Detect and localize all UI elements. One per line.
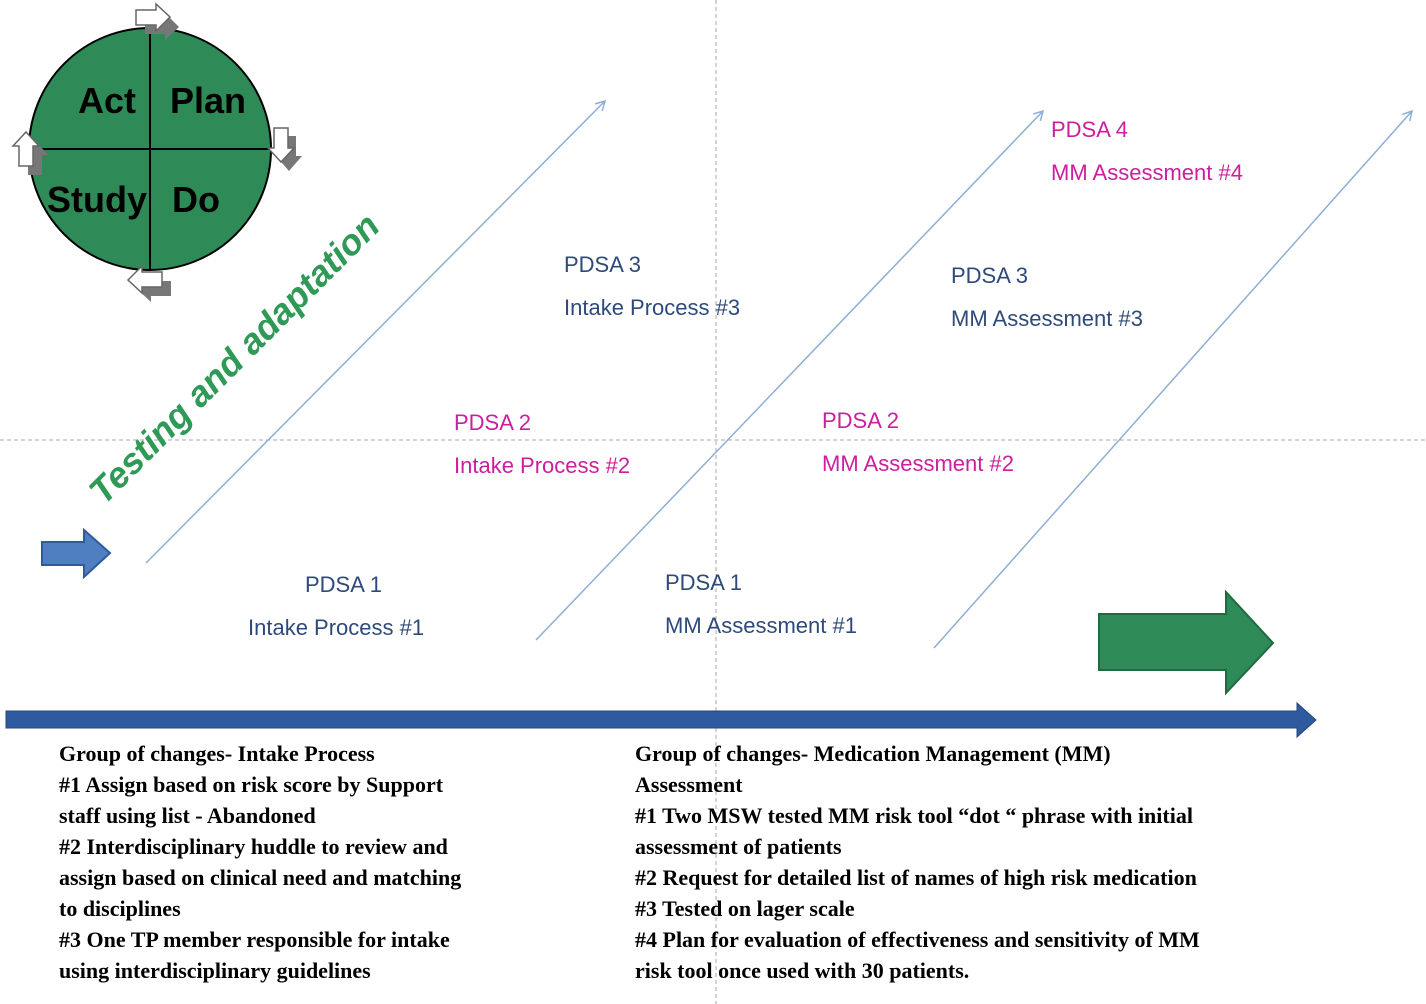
note-line: using interdisciplinary guidelines bbox=[59, 958, 371, 983]
cycle-arrow-right-icon bbox=[266, 127, 302, 171]
note-line: risk tool once used with 30 patients. bbox=[635, 958, 970, 983]
cycle-subtitle: Intake Process #2 bbox=[454, 453, 631, 478]
cycle-title: PDSA 3 bbox=[951, 263, 1029, 288]
note-line: #1 Two MSW tested MM risk tool “dot “ ph… bbox=[635, 803, 1193, 828]
cycle-title: PDSA 2 bbox=[822, 408, 900, 433]
pdsa1-intake-label: PDSA 1 Intake Process #1 bbox=[248, 563, 424, 649]
note-line: #3 Tested on lager scale bbox=[635, 896, 855, 921]
progress-arrow bbox=[1098, 589, 1275, 696]
note-line: staff using list - Abandoned bbox=[59, 803, 316, 828]
note-line: #4 Plan for evaluation of effectiveness … bbox=[635, 927, 1200, 952]
cycle-title: PDSA 3 bbox=[564, 252, 642, 277]
pdsa2-intake-label: PDSA 2 Intake Process #2 bbox=[454, 401, 630, 487]
cycle-arrow-bottom-icon bbox=[126, 264, 171, 302]
pdca-do: Do bbox=[172, 179, 220, 220]
ramp-arrow-2 bbox=[535, 109, 1045, 641]
pdsa4-mm-label: PDSA 4 MM Assessment #4 bbox=[1051, 108, 1243, 194]
pdca-study: Study bbox=[47, 179, 147, 220]
pdca-act: Act bbox=[78, 80, 136, 121]
note-line: Group of changes- Medication Management … bbox=[635, 741, 1111, 766]
note-line: Group of changes- Intake Process bbox=[59, 741, 375, 766]
note-line: #1 Assign based on risk score by Support bbox=[59, 772, 444, 797]
cycle-arrow-left-icon bbox=[11, 130, 48, 175]
cycle-arrow-top-icon bbox=[135, 2, 179, 40]
pdsa3-mm-label: PDSA 3 MM Assessment #3 bbox=[951, 254, 1143, 340]
note-line: #3 One TP member responsible for intake bbox=[59, 927, 450, 952]
pdca-plan: Plan bbox=[170, 80, 246, 121]
note-line: Assessment bbox=[635, 772, 743, 797]
cycle-title: PDSA 4 bbox=[1051, 117, 1129, 142]
cycle-subtitle: MM Assessment #2 bbox=[822, 451, 1014, 476]
cycle-subtitle: Intake Process #3 bbox=[564, 295, 741, 320]
note-line: #2 Request for detailed list of names of… bbox=[635, 865, 1197, 890]
note-line: to disciplines bbox=[59, 896, 181, 921]
pdca-cycle: Act Plan Study Do bbox=[11, 2, 302, 302]
intake-changes-notes: Group of changes- Intake Process #1 Assi… bbox=[59, 738, 461, 986]
pdsa2-mm-label: PDSA 2 MM Assessment #2 bbox=[822, 399, 1014, 485]
note-line: assign based on clinical need and matchi… bbox=[59, 865, 462, 890]
pdsa1-mm-label: PDSA 1 MM Assessment #1 bbox=[665, 561, 857, 647]
ramp-arrow-1 bbox=[145, 99, 607, 564]
cycle-subtitle: MM Assessment #4 bbox=[1051, 160, 1243, 185]
cycle-title: PDSA 1 bbox=[305, 572, 383, 597]
cycle-subtitle: MM Assessment #1 bbox=[665, 613, 857, 638]
note-line: #2 Interdisciplinary huddle to review an… bbox=[59, 834, 448, 859]
ramp-arrow-3 bbox=[933, 109, 1414, 649]
note-line: assessment of patients bbox=[635, 834, 842, 859]
pdsa3-intake-label: PDSA 3 Intake Process #3 bbox=[564, 243, 740, 329]
cycle-title: PDSA 2 bbox=[454, 410, 532, 435]
mm-changes-notes: Group of changes- Medication Management … bbox=[635, 738, 1200, 986]
timeline-arrow bbox=[5, 701, 1317, 739]
cycle-subtitle: Intake Process #1 bbox=[248, 615, 425, 640]
start-arrow bbox=[41, 527, 112, 580]
cycle-title: PDSA 1 bbox=[665, 570, 743, 595]
cycle-subtitle: MM Assessment #3 bbox=[951, 306, 1143, 331]
